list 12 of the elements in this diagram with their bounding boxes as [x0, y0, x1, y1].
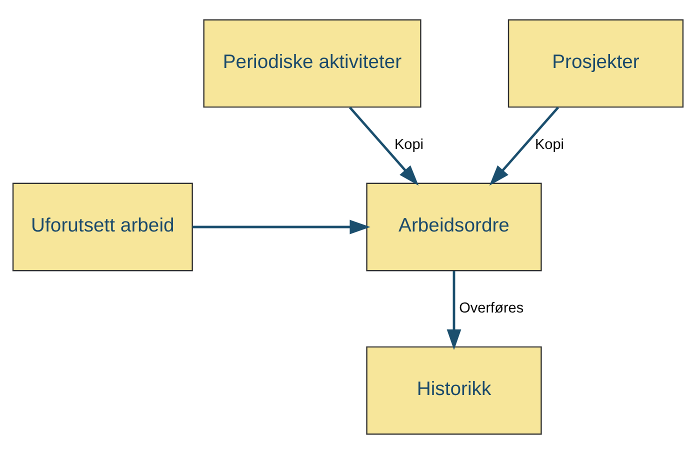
arrow [446, 270, 462, 350]
node-box: Arbeidsordre [366, 182, 542, 271]
edge-label: Overføres [459, 300, 524, 316]
node-box: Periodiske aktiviteter [203, 18, 422, 108]
arrow [192, 219, 370, 234]
edge-label: Kopi [394, 136, 424, 152]
node-box: Prosjekter [508, 18, 684, 108]
arrow [489, 106, 560, 186]
node-box: Historikk [366, 346, 542, 434]
node-box: Uforutsett arbeid [12, 182, 193, 271]
edge-label: Kopi [534, 136, 564, 152]
arrow [348, 106, 419, 186]
